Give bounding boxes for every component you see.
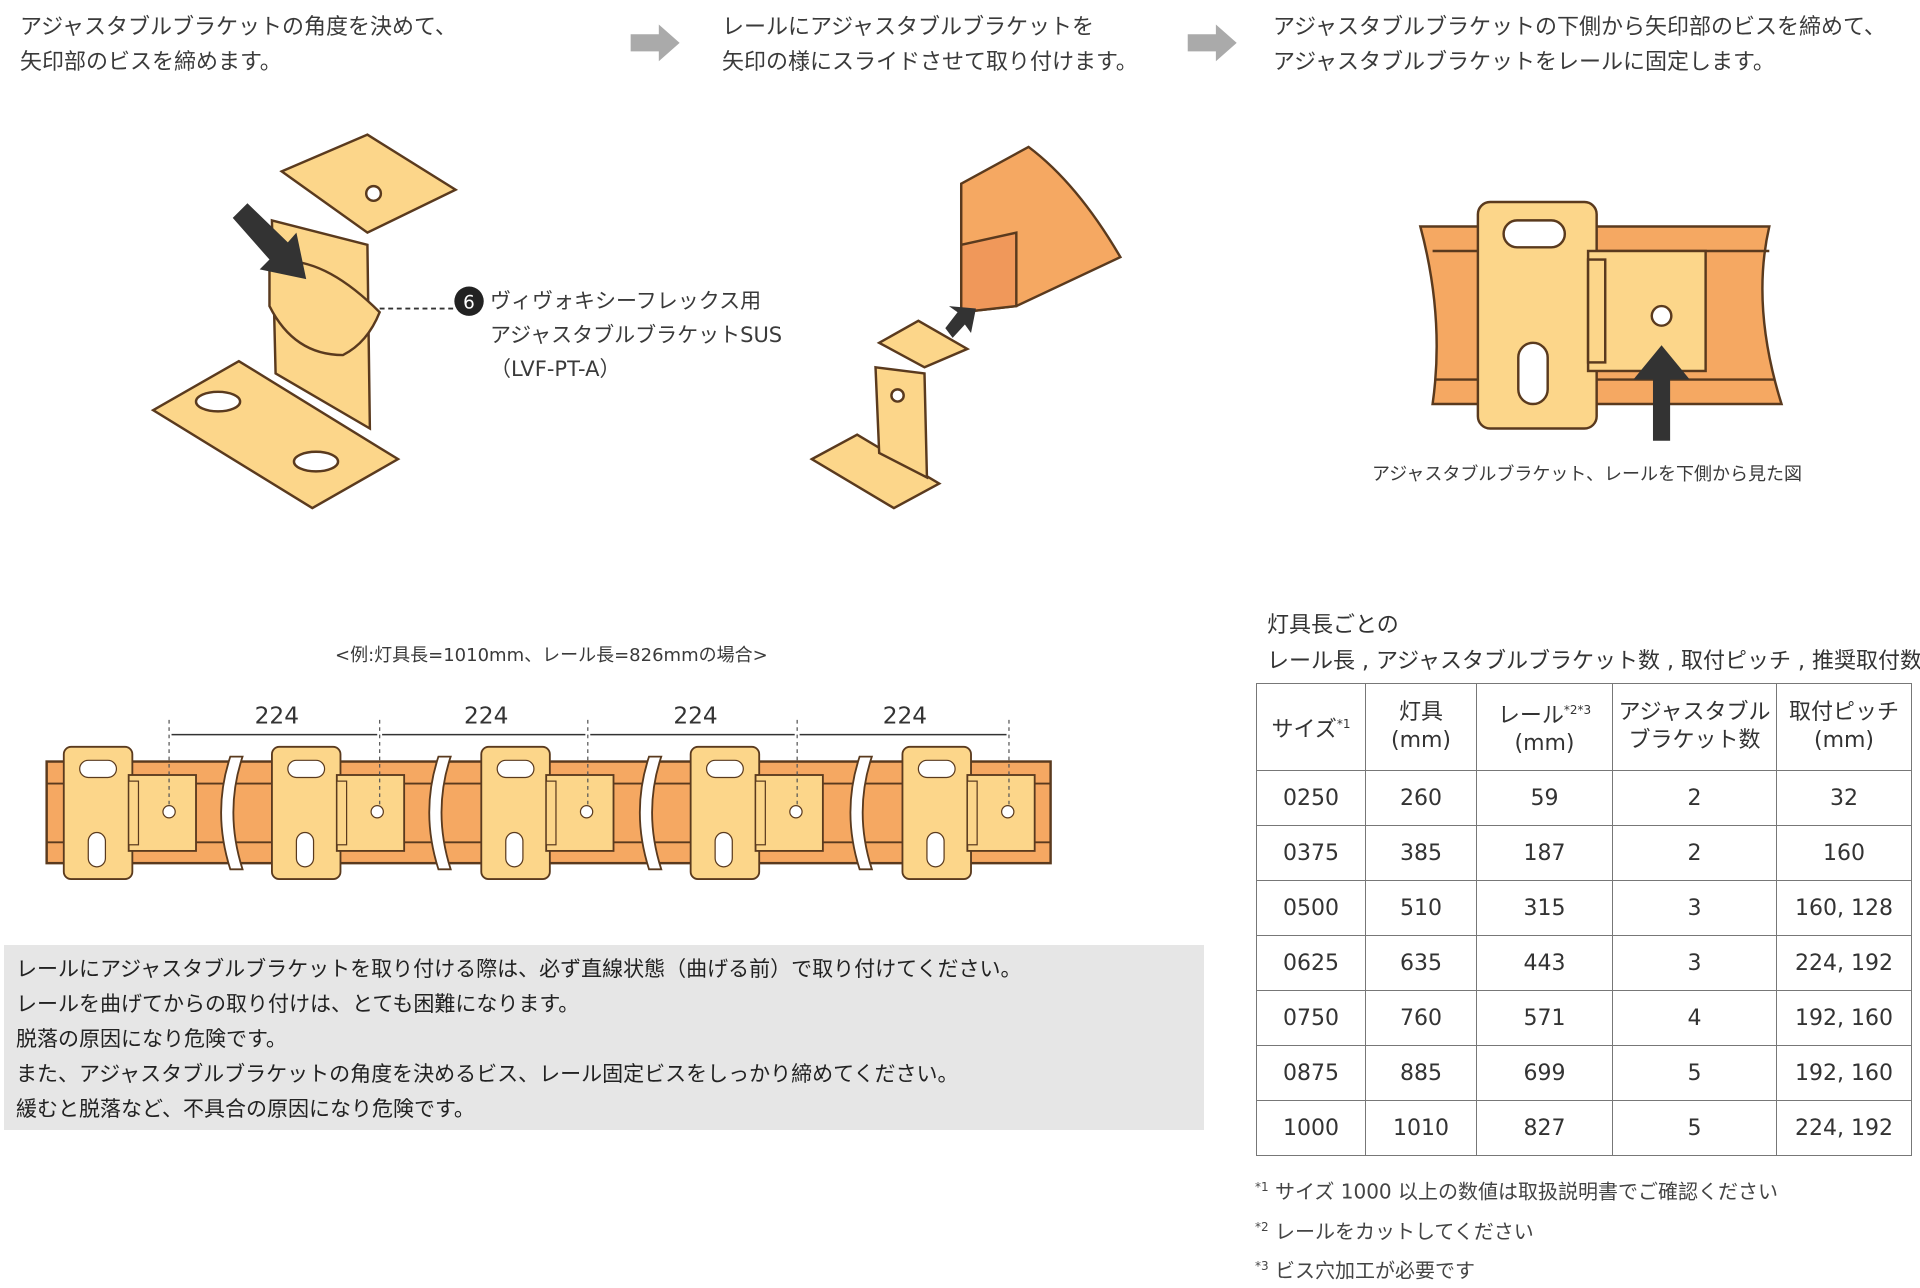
part-label: ヴィヴォキシーフレックス用アジャスタブルブラケットSUS（LVF-PT-A） <box>490 289 783 381</box>
table-title: 灯具長ごとのレール長 , アジャスタブルブラケット数 , 取付ピッチ , 推奨取… <box>1267 613 1920 674</box>
table-cell: 0500 <box>1256 880 1366 936</box>
part-number: 6 <box>463 293 475 314</box>
table-cell: 0375 <box>1256 825 1366 881</box>
step-2-text: レールにアジャスタブルブラケットを矢印の様にスライドさせて取り付けます。 <box>722 15 1138 75</box>
bracket-illustration-large <box>150 133 459 510</box>
table-cell: 571 <box>1476 990 1613 1046</box>
table-cell: 699 <box>1476 1045 1613 1101</box>
table-cell: 260 <box>1365 770 1477 826</box>
slide-arrow-icon <box>945 306 976 338</box>
table-cell: 224, 192 <box>1776 1100 1912 1156</box>
table-cell: 315 <box>1476 880 1613 936</box>
table-cell: 5 <box>1612 1045 1777 1101</box>
table-cell: 160, 128 <box>1776 880 1912 936</box>
table-cell: 760 <box>1365 990 1477 1046</box>
next-step-arrow-icon <box>1187 24 1237 62</box>
caution-notice: レールにアジャスタブルブラケットを取り付ける際は、必ず直線状態（曲げる前）で取り… <box>4 945 1204 1130</box>
header-fixture: 灯具(mm) <box>1365 683 1477 771</box>
table-cell: 385 <box>1365 825 1477 881</box>
table-header-row: サイズ*1 灯具(mm) レール*2*3(mm) アジャスタブルブラケット数 取… <box>1256 683 1912 771</box>
spec-table: サイズ*1 灯具(mm) レール*2*3(mm) アジャスタブルブラケット数 取… <box>1256 683 1912 1156</box>
header-rail: レール*2*3(mm) <box>1476 683 1613 771</box>
next-step-arrow-icon <box>630 24 680 62</box>
table-cell: 510 <box>1365 880 1477 936</box>
bracket-mark <box>480 745 615 880</box>
table-cell: 2 <box>1612 825 1777 881</box>
step-3-text: アジャスタブルブラケットの下側から矢印部のビスを締めて、アジャスタブルブラケット… <box>1273 15 1886 75</box>
table-cell: 443 <box>1476 935 1613 991</box>
table-cell: 2 <box>1612 770 1777 826</box>
header-size: サイズ*1 <box>1256 683 1366 771</box>
example-caption: <例:灯具長=1010mm、レール長=826mmの場合> <box>335 645 768 666</box>
table-cell: 885 <box>1365 1045 1477 1101</box>
pitch-label: 224 <box>883 703 927 730</box>
table-cell: 1010 <box>1365 1100 1477 1156</box>
bracket-mark <box>62 745 197 880</box>
table-cell: 224, 192 <box>1776 935 1912 991</box>
bracket-mark <box>271 745 406 880</box>
table-cell: 4 <box>1612 990 1777 1046</box>
table-cell: 0750 <box>1256 990 1366 1046</box>
footnote: *2 レールをカットしてください <box>1255 1219 1534 1244</box>
table-cell: 0250 <box>1256 770 1366 826</box>
rail-slide-illustration <box>809 145 1123 510</box>
header-bracket-count: アジャスタブルブラケット数 <box>1612 683 1777 771</box>
tighten-arrow-icon <box>1633 345 1690 441</box>
footnote: *3 ビス穴加工が必要です <box>1255 1258 1475 1283</box>
bracket-mark <box>901 745 1036 880</box>
table-cell: 5 <box>1612 1100 1777 1156</box>
table-cell: 0875 <box>1256 1045 1366 1101</box>
bracket-mark <box>689 745 824 880</box>
footnotes: *1 サイズ 1000 以上の数値は取扱説明書でご確認ください *2 レールをカ… <box>1255 1170 1778 1288</box>
table-cell: 1000 <box>1256 1100 1366 1156</box>
step-1-text: アジャスタブルブラケットの角度を決めて、矢印部のビスを締めます。 <box>20 15 457 75</box>
table-cell: 192, 160 <box>1776 1045 1912 1101</box>
table-cell: 32 <box>1776 770 1912 826</box>
footnote: *1 サイズ 1000 以上の数値は取扱説明書でご確認ください <box>1255 1179 1779 1204</box>
table-cell: 187 <box>1476 825 1613 881</box>
pitch-label: 224 <box>464 703 508 730</box>
table-cell: 160 <box>1776 825 1912 881</box>
tighten-arrow-icon <box>232 203 307 280</box>
bottom-view-illustration <box>1418 200 1784 430</box>
pitch-label: 224 <box>255 703 299 730</box>
part-number-badge <box>454 286 484 316</box>
table-cell: 635 <box>1365 935 1477 991</box>
table-cell: 3 <box>1612 880 1777 936</box>
header-pitch: 取付ピッチ(mm) <box>1776 683 1912 771</box>
table-cell: 59 <box>1476 770 1613 826</box>
bottom-view-caption: アジャスタブルブラケット、レールを下側から見た図 <box>1372 464 1803 485</box>
table-cell: 3 <box>1612 935 1777 991</box>
table-cell: 0625 <box>1256 935 1366 991</box>
pitch-label: 224 <box>673 703 717 730</box>
table-cell: 192, 160 <box>1776 990 1912 1046</box>
table-cell: 827 <box>1476 1100 1613 1156</box>
rail-example-diagram: 224 224 224 224 <box>45 703 1052 880</box>
